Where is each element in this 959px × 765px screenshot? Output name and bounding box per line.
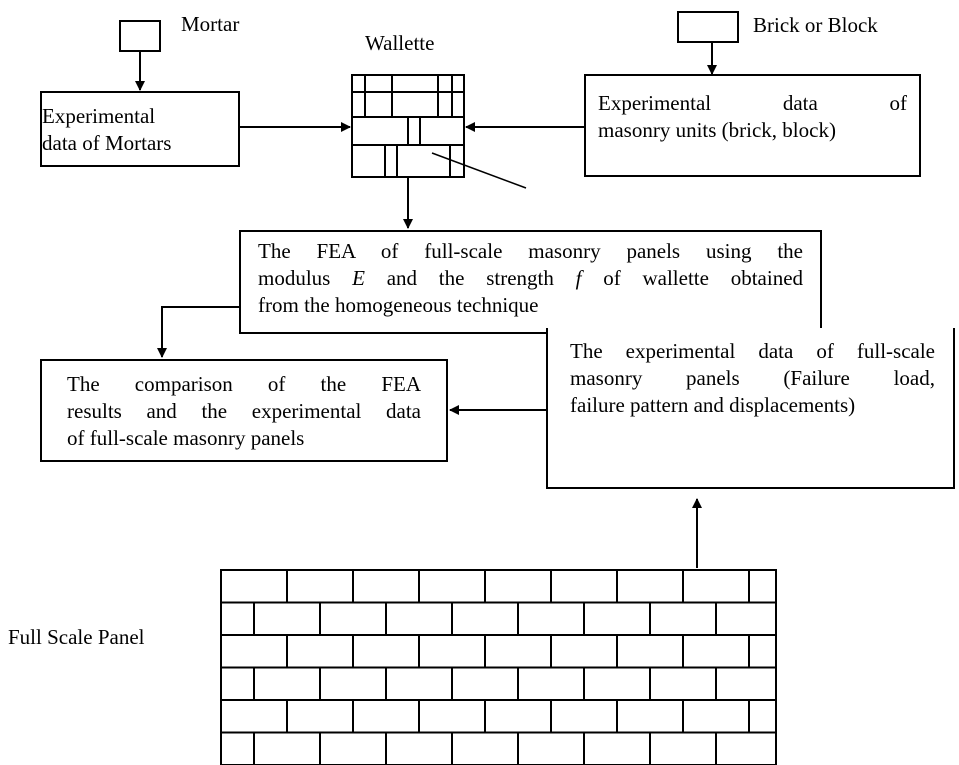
mortar-data-line-2: data of Mortars bbox=[42, 131, 172, 155]
comparison-box: The comparison of the FEA results and th… bbox=[40, 359, 448, 462]
units-data-line-1: Experimental data of bbox=[598, 91, 907, 115]
comparison-line-3: of full-scale masonry panels bbox=[67, 426, 305, 450]
modulus-symbol: E bbox=[352, 266, 365, 290]
wallette-label: Wallette bbox=[365, 31, 435, 55]
full-scale-panel-label: Full Scale Panel bbox=[8, 625, 145, 649]
fea-box: The FEA of full-scale masonry panels usi… bbox=[239, 230, 822, 334]
fea-line-2: modulus E and the strength f of wallette… bbox=[258, 265, 803, 292]
brick-square-icon bbox=[677, 11, 739, 43]
fullscale-data-line-3: failure pattern and displacements) bbox=[570, 393, 856, 417]
fea-line-3: from the homogeneous technique bbox=[258, 293, 539, 317]
fullscale-data-line-1: The experimental data of full-scale bbox=[570, 339, 935, 363]
comparison-line-2: results and the experimental data bbox=[67, 399, 421, 423]
arrow-fea-to-comparison bbox=[157, 306, 240, 358]
fea-line-2-post: of wallette obtained bbox=[603, 266, 804, 290]
comparison-line-1: The comparison of the FEA bbox=[67, 372, 421, 396]
brick-or-block-label: Brick or Block bbox=[753, 13, 878, 37]
fullscale-data-line-2: masonry panels (Failure load, bbox=[570, 366, 935, 390]
mortar-data-box: Experimental data of Mortars bbox=[40, 91, 240, 167]
mortar-label: Mortar bbox=[181, 12, 240, 36]
units-data-box: Experimental data of masonry units (bric… bbox=[584, 74, 921, 177]
fullscale-data-box: The experimental data of full-scale maso… bbox=[546, 328, 955, 489]
mortar-data-line-1: Experimental bbox=[42, 104, 156, 128]
fea-line-2-mid: and the strength bbox=[386, 266, 554, 290]
strength-symbol: f bbox=[575, 266, 582, 290]
units-data-line-2: masonry units (brick, block) bbox=[598, 118, 836, 142]
fea-line-1: The FEA of full-scale masonry panels usi… bbox=[258, 239, 803, 263]
full-scale-panel-icon bbox=[220, 569, 777, 765]
mortar-square-icon bbox=[119, 20, 161, 52]
wallette-pointer-line bbox=[431, 152, 527, 189]
wallette-icon bbox=[351, 74, 465, 178]
fea-line-2-pre: modulus bbox=[258, 266, 331, 290]
